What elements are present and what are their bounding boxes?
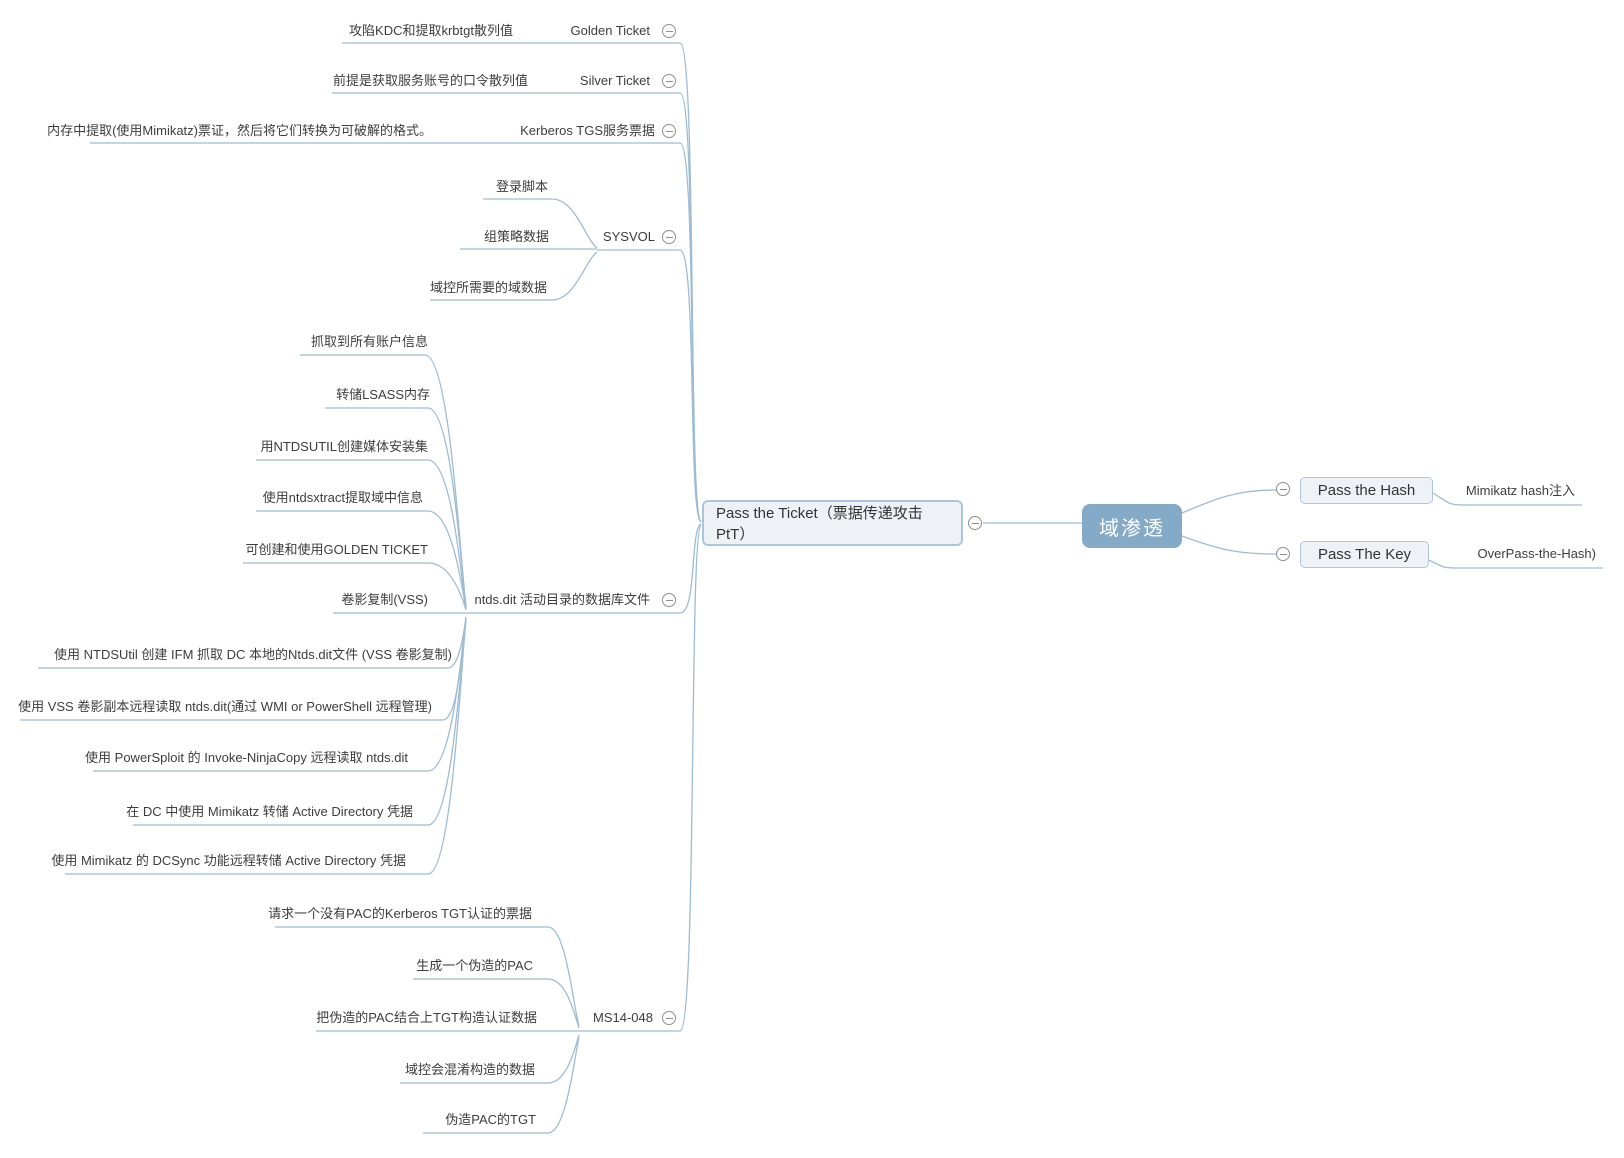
branch-line — [1181, 489, 1277, 514]
node-ntds-child[interactable]: 可创建和使用GOLDEN TICKET — [245, 542, 428, 557]
collapse-icon[interactable] — [662, 230, 676, 244]
node-kerberos-tgs-note[interactable]: 内存中提取(使用Mimikatz)票证，然后将它们转换为可破解的格式。 — [47, 123, 432, 138]
node-ms14-048[interactable]: MS14-048 — [593, 1010, 653, 1025]
branch-line — [423, 1036, 580, 1134]
node-ms14-child[interactable]: 伪造PAC的TGT — [445, 1112, 536, 1127]
branch-line — [400, 1034, 580, 1084]
branch-line — [413, 978, 580, 1029]
node-pass-the-hash-note[interactable]: Mimikatz hash注入 — [1465, 483, 1575, 498]
minus-glyph — [665, 600, 673, 601]
collapse-icon[interactable] — [968, 516, 982, 530]
branch-line — [1432, 492, 1582, 506]
minus-glyph — [1279, 489, 1287, 490]
node-golden-ticket[interactable]: Golden Ticket — [570, 23, 651, 38]
collapse-icon[interactable] — [662, 1011, 676, 1025]
node-ntds-child[interactable]: 在 DC 中使用 Mimikatz 转储 Active Directory 凭据 — [126, 804, 413, 819]
node-kerberos-tgs[interactable]: Kerberos TGS服务票据 — [520, 123, 655, 138]
node-ms14-child[interactable]: 把伪造的PAC结合上TGT构造认证数据 — [316, 1010, 537, 1025]
collapse-icon[interactable] — [662, 74, 676, 88]
node-ntds-child[interactable]: 抓取到所有账户信息 — [310, 334, 428, 349]
node-ntds-child[interactable]: 使用 Mimikatz 的 DCSync 功能远程转储 Active Direc… — [51, 853, 406, 868]
branch-line — [65, 619, 467, 875]
collapse-icon[interactable] — [1276, 482, 1290, 496]
minus-glyph — [665, 131, 673, 132]
node-sysvol-child[interactable]: 组策略数据 — [483, 229, 549, 244]
node-silver-ticket-note[interactable]: 前提是获取服务账号的口令散列值 — [332, 73, 528, 88]
collapse-icon[interactable] — [1276, 547, 1290, 561]
branch-line — [256, 510, 467, 610]
node-ntds[interactable]: ntds.dit 活动目录的数据库文件 — [474, 592, 650, 607]
node-pass-the-ticket[interactable]: Pass the Ticket（票据传递攻击PtT） — [702, 500, 963, 546]
collapse-icon[interactable] — [662, 124, 676, 138]
collapse-icon[interactable] — [662, 24, 676, 38]
branch-line — [1181, 535, 1277, 555]
minus-glyph — [971, 523, 979, 524]
node-sysvol-child[interactable]: 域控所需要的域数据 — [429, 280, 547, 295]
branch-line — [580, 524, 702, 1032]
minus-glyph — [665, 81, 673, 82]
node-ntds-child[interactable]: 使用 NTDSUtil 创建 IFM 抓取 DC 本地的Ntds.dit文件 (… — [54, 647, 452, 662]
branch-line — [275, 926, 580, 1027]
node-ntds-child[interactable]: 用NTDSUTIL创建媒体安装集 — [260, 439, 428, 454]
branch-line — [243, 562, 467, 611]
node-silver-ticket[interactable]: Silver Ticket — [579, 73, 650, 88]
node-pass-the-hash[interactable]: Pass the Hash — [1300, 477, 1433, 504]
node-sysvol-child[interactable]: 登录脚本 — [495, 179, 548, 194]
branch-line — [1428, 559, 1603, 569]
node-ntds-child[interactable]: 使用 PowerSploit 的 Invoke-NinjaCopy 远程读取 n… — [85, 750, 408, 765]
minus-glyph — [665, 1018, 673, 1019]
minus-glyph — [665, 31, 673, 32]
branch-line — [467, 523, 702, 614]
branch-line — [430, 251, 598, 301]
branch-line — [256, 459, 467, 609]
minus-glyph — [665, 237, 673, 238]
node-ntds-child[interactable]: 使用 VSS 卷影副本远程读取 ntds.dit(通过 WMI or Power… — [18, 699, 432, 714]
node-golden-ticket-note[interactable]: 攻陷KDC和提取krbtgt散列值 — [349, 23, 513, 38]
branch-line — [325, 407, 467, 608]
branch-line — [597, 249, 702, 523]
branch-line — [332, 92, 702, 523]
node-ntds-child[interactable]: 卷影复制(VSS) — [341, 592, 428, 607]
node-pass-the-key-note[interactable]: OverPass-the-Hash) — [1477, 546, 1596, 561]
node-ms14-child[interactable]: 请求一个没有PAC的Kerberos TGT认证的票据 — [268, 906, 532, 921]
minus-glyph — [1279, 554, 1287, 555]
node-ntds-child[interactable]: 转储LSASS内存 — [336, 387, 430, 402]
node-ms14-child[interactable]: 生成一个伪造的PAC — [416, 958, 533, 973]
node-ms14-child[interactable]: 域控会混淆构造的数据 — [404, 1062, 535, 1077]
node-sysvol[interactable]: SYSVOL — [602, 229, 655, 244]
node-root-domain-penetration[interactable]: 域渗透 — [1082, 504, 1182, 548]
collapse-icon[interactable] — [662, 593, 676, 607]
node-ntds-child[interactable]: 使用ntdsxtract提取域中信息 — [262, 490, 423, 505]
branch-line — [483, 198, 598, 249]
node-pass-the-key[interactable]: Pass The Key — [1300, 541, 1429, 568]
